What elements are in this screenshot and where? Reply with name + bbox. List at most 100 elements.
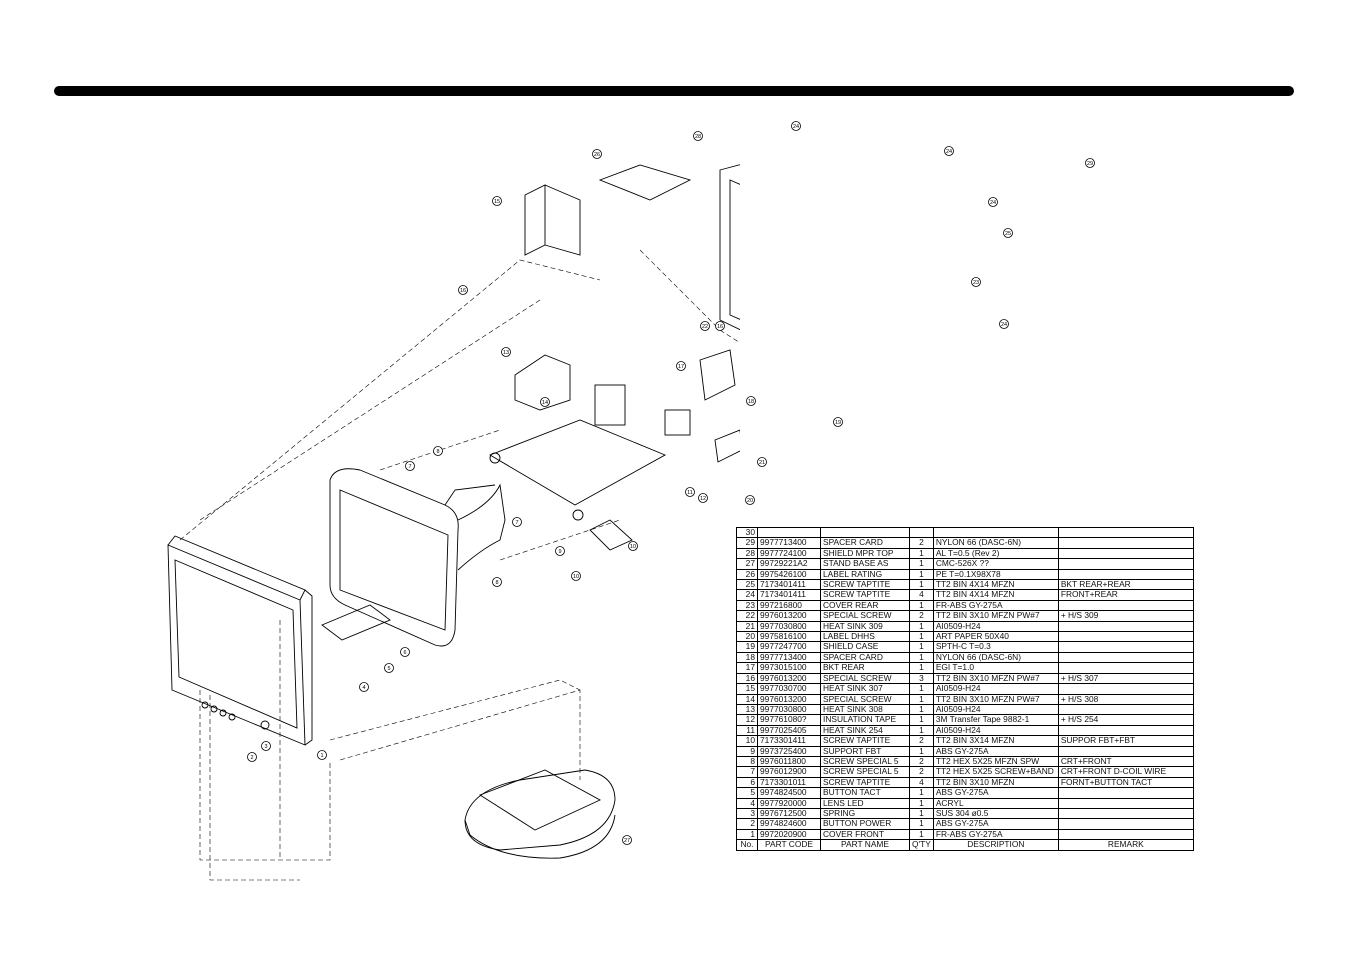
- svg-text:28: 28: [695, 134, 701, 140]
- table-cell-name: LENS LED: [820, 797, 910, 809]
- table-cell-remark: [1057, 703, 1194, 716]
- table-cell-remark: [1057, 797, 1194, 809]
- svg-text:4: 4: [362, 685, 365, 691]
- table-cell-desc: TT2 HEX 5X25 SCREW+BAND: [932, 766, 1059, 778]
- shield-drawing: [524, 164, 692, 256]
- svg-text:8: 8: [436, 449, 439, 455]
- callout-15: 15: [492, 196, 502, 206]
- table-cell-code: [757, 526, 821, 539]
- callout-18: 18: [746, 396, 756, 406]
- table-cell-no: 16: [736, 672, 758, 685]
- table-cell-remark: [1057, 599, 1194, 612]
- table-cell-no: 8: [736, 755, 758, 768]
- svg-text:12: 12: [700, 496, 706, 502]
- column-header-name: PART NAME: [820, 839, 910, 851]
- table-cell-name: INSULATION TAPE: [820, 714, 910, 726]
- table-cell-qty: 1: [909, 745, 934, 757]
- callout-21: 21: [757, 457, 767, 467]
- table-cell-qty: 1: [909, 787, 934, 799]
- table-cell-remark: FRONT+REAR: [1057, 589, 1194, 601]
- table-cell-remark: FORNT+BUTTON TACT: [1057, 776, 1194, 789]
- svg-text:11: 11: [687, 490, 693, 496]
- callout-24a: 24: [791, 121, 801, 131]
- table-cell-desc: TT2 BIN 4X14 MFZN: [932, 579, 1059, 591]
- callout-16: 16: [458, 285, 468, 295]
- table-cell-name: HEAT SINK 309: [820, 620, 910, 633]
- table-cell-code: 9976013200: [757, 693, 821, 705]
- table-cell-qty: 2: [909, 735, 934, 747]
- table-cell-qty: 1: [909, 797, 934, 809]
- callout-8b: 8: [492, 577, 502, 587]
- table-cell-code: 9976012900: [757, 766, 821, 778]
- table-cell-name: [820, 526, 910, 539]
- callout-24b: 24: [944, 146, 954, 156]
- table-cell-qty: 1: [909, 724, 934, 737]
- table-cell-name: SPECIAL SCREW: [820, 610, 910, 622]
- table-cell-desc: 3M Transfer Tape 9882-1: [932, 714, 1059, 726]
- table-cell-qty: 1: [909, 807, 934, 820]
- svg-text:29: 29: [1087, 161, 1093, 167]
- callout-14: 14: [540, 397, 550, 407]
- callout-27: 27: [622, 835, 632, 845]
- column-header-code: PART CODE: [757, 839, 821, 851]
- table-cell-desc: [932, 526, 1059, 539]
- callout-24d: 24: [999, 319, 1009, 329]
- table-cell-no: 4: [736, 797, 758, 809]
- table-cell-qty: [909, 526, 934, 539]
- table-cell-qty: 2: [909, 610, 934, 622]
- svg-text:15: 15: [494, 199, 500, 205]
- svg-text:2: 2: [250, 755, 253, 761]
- callout-17: 17: [676, 361, 686, 371]
- table-cell-qty: 1: [909, 558, 934, 570]
- table-cell-remark: [1057, 787, 1194, 799]
- table-cell-qty: 1: [909, 599, 934, 612]
- table-cell-code: 9977030700: [757, 683, 821, 695]
- table-cell-desc: NYLON 66 (DASC-6N): [932, 651, 1059, 664]
- callout-10a: 10: [571, 571, 581, 581]
- table-cell-desc: AI0509-H24: [932, 724, 1059, 737]
- table-cell-name: COVER FRONT: [820, 828, 910, 841]
- table-cell-name: SCREW TAPTITE: [820, 776, 910, 789]
- svg-text:20: 20: [747, 498, 753, 504]
- table-cell-code: 7173401411: [757, 589, 821, 601]
- table-cell-qty: 3: [909, 672, 934, 685]
- table-cell-remark: [1057, 547, 1194, 560]
- table-cell-no: 30: [736, 526, 758, 539]
- table-cell-code: 9976013200: [757, 672, 821, 685]
- table-cell-desc: TT2 HEX 5X25 MFZN SPW: [932, 755, 1059, 768]
- table-cell-desc: SPTH-C T=0.3: [932, 641, 1059, 653]
- table-cell-no: 5: [736, 787, 758, 799]
- table-cell-desc: FR-ABS GY-275A: [932, 599, 1059, 612]
- callout-22: 22: [700, 321, 710, 331]
- table-cell-remark: + H/S 307: [1057, 672, 1194, 685]
- table-cell-qty: 1: [909, 579, 934, 591]
- callout-6: 6: [400, 647, 410, 657]
- table-cell-code: 9977713400: [757, 651, 821, 664]
- svg-text:13: 13: [503, 350, 509, 356]
- table-cell-desc: NYLON 66 (DASC-6N): [932, 537, 1059, 549]
- table-cell-qty: 1: [909, 651, 934, 664]
- table-cell-qty: 2: [909, 537, 934, 549]
- table-cell-remark: CRT+FRONT: [1057, 755, 1194, 768]
- table-cell-code: 9976712500: [757, 807, 821, 820]
- table-cell-remark: [1057, 745, 1194, 757]
- rear-cover-drawing: [719, 164, 740, 331]
- table-cell-no: 7: [736, 766, 758, 778]
- table-cell-qty: 1: [909, 828, 934, 841]
- table-cell-remark: SUPPOR FBT+FBT: [1057, 735, 1194, 747]
- table-cell-name: SPECIAL SCREW: [820, 672, 910, 685]
- table-cell-remark: [1057, 526, 1194, 539]
- table-cell-no: 28: [736, 547, 758, 560]
- table-cell-code: 9974824600: [757, 818, 821, 830]
- table-cell-name: LABEL DHHS: [820, 631, 910, 643]
